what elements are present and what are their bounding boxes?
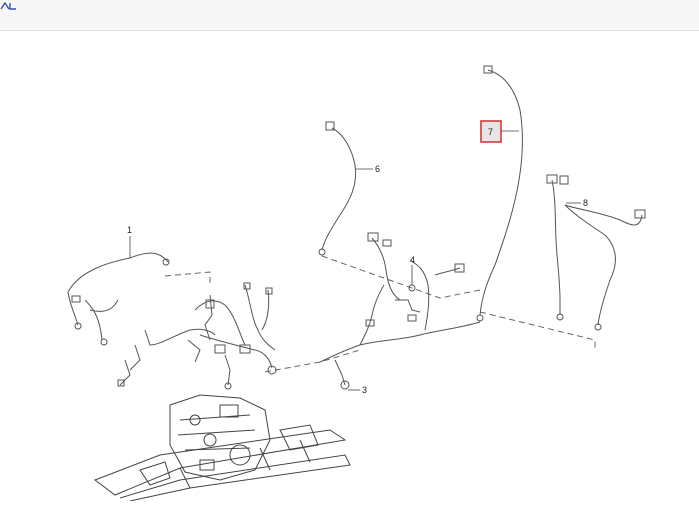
main-harness-cluster[interactable] [187,282,277,390]
callout-8[interactable]: 8 [566,198,588,208]
top-toolbar [0,0,699,31]
harness-8[interactable] [546,174,646,331]
callout-4[interactable]: 4 [410,255,415,285]
callout-4-label: 4 [410,255,415,265]
callout-1-label: 1 [127,225,132,235]
harness-7[interactable] [476,65,523,322]
harness-1[interactable] [67,252,216,387]
harness-4-run[interactable] [319,232,481,390]
callout-7-highlight[interactable]: 7 [480,120,519,143]
callout-6[interactable]: 6 [356,164,380,174]
callout-3-label: 3 [362,385,367,395]
callout-7-highlight-box[interactable] [480,120,502,143]
callout-8-label: 8 [583,198,588,208]
callout-7-label: 7 [488,127,493,137]
callout-1[interactable]: 1 [127,225,132,258]
diagram-icon[interactable] [0,1,18,11]
exploded-diagram: 1 3 4 6 7 8 [0,31,699,502]
chassis-engine [93,394,351,502]
harness-6[interactable] [318,121,357,256]
callout-3[interactable]: 3 [348,385,367,395]
callout-6-label: 6 [375,164,380,174]
dashed-reference-lines [164,255,596,373]
